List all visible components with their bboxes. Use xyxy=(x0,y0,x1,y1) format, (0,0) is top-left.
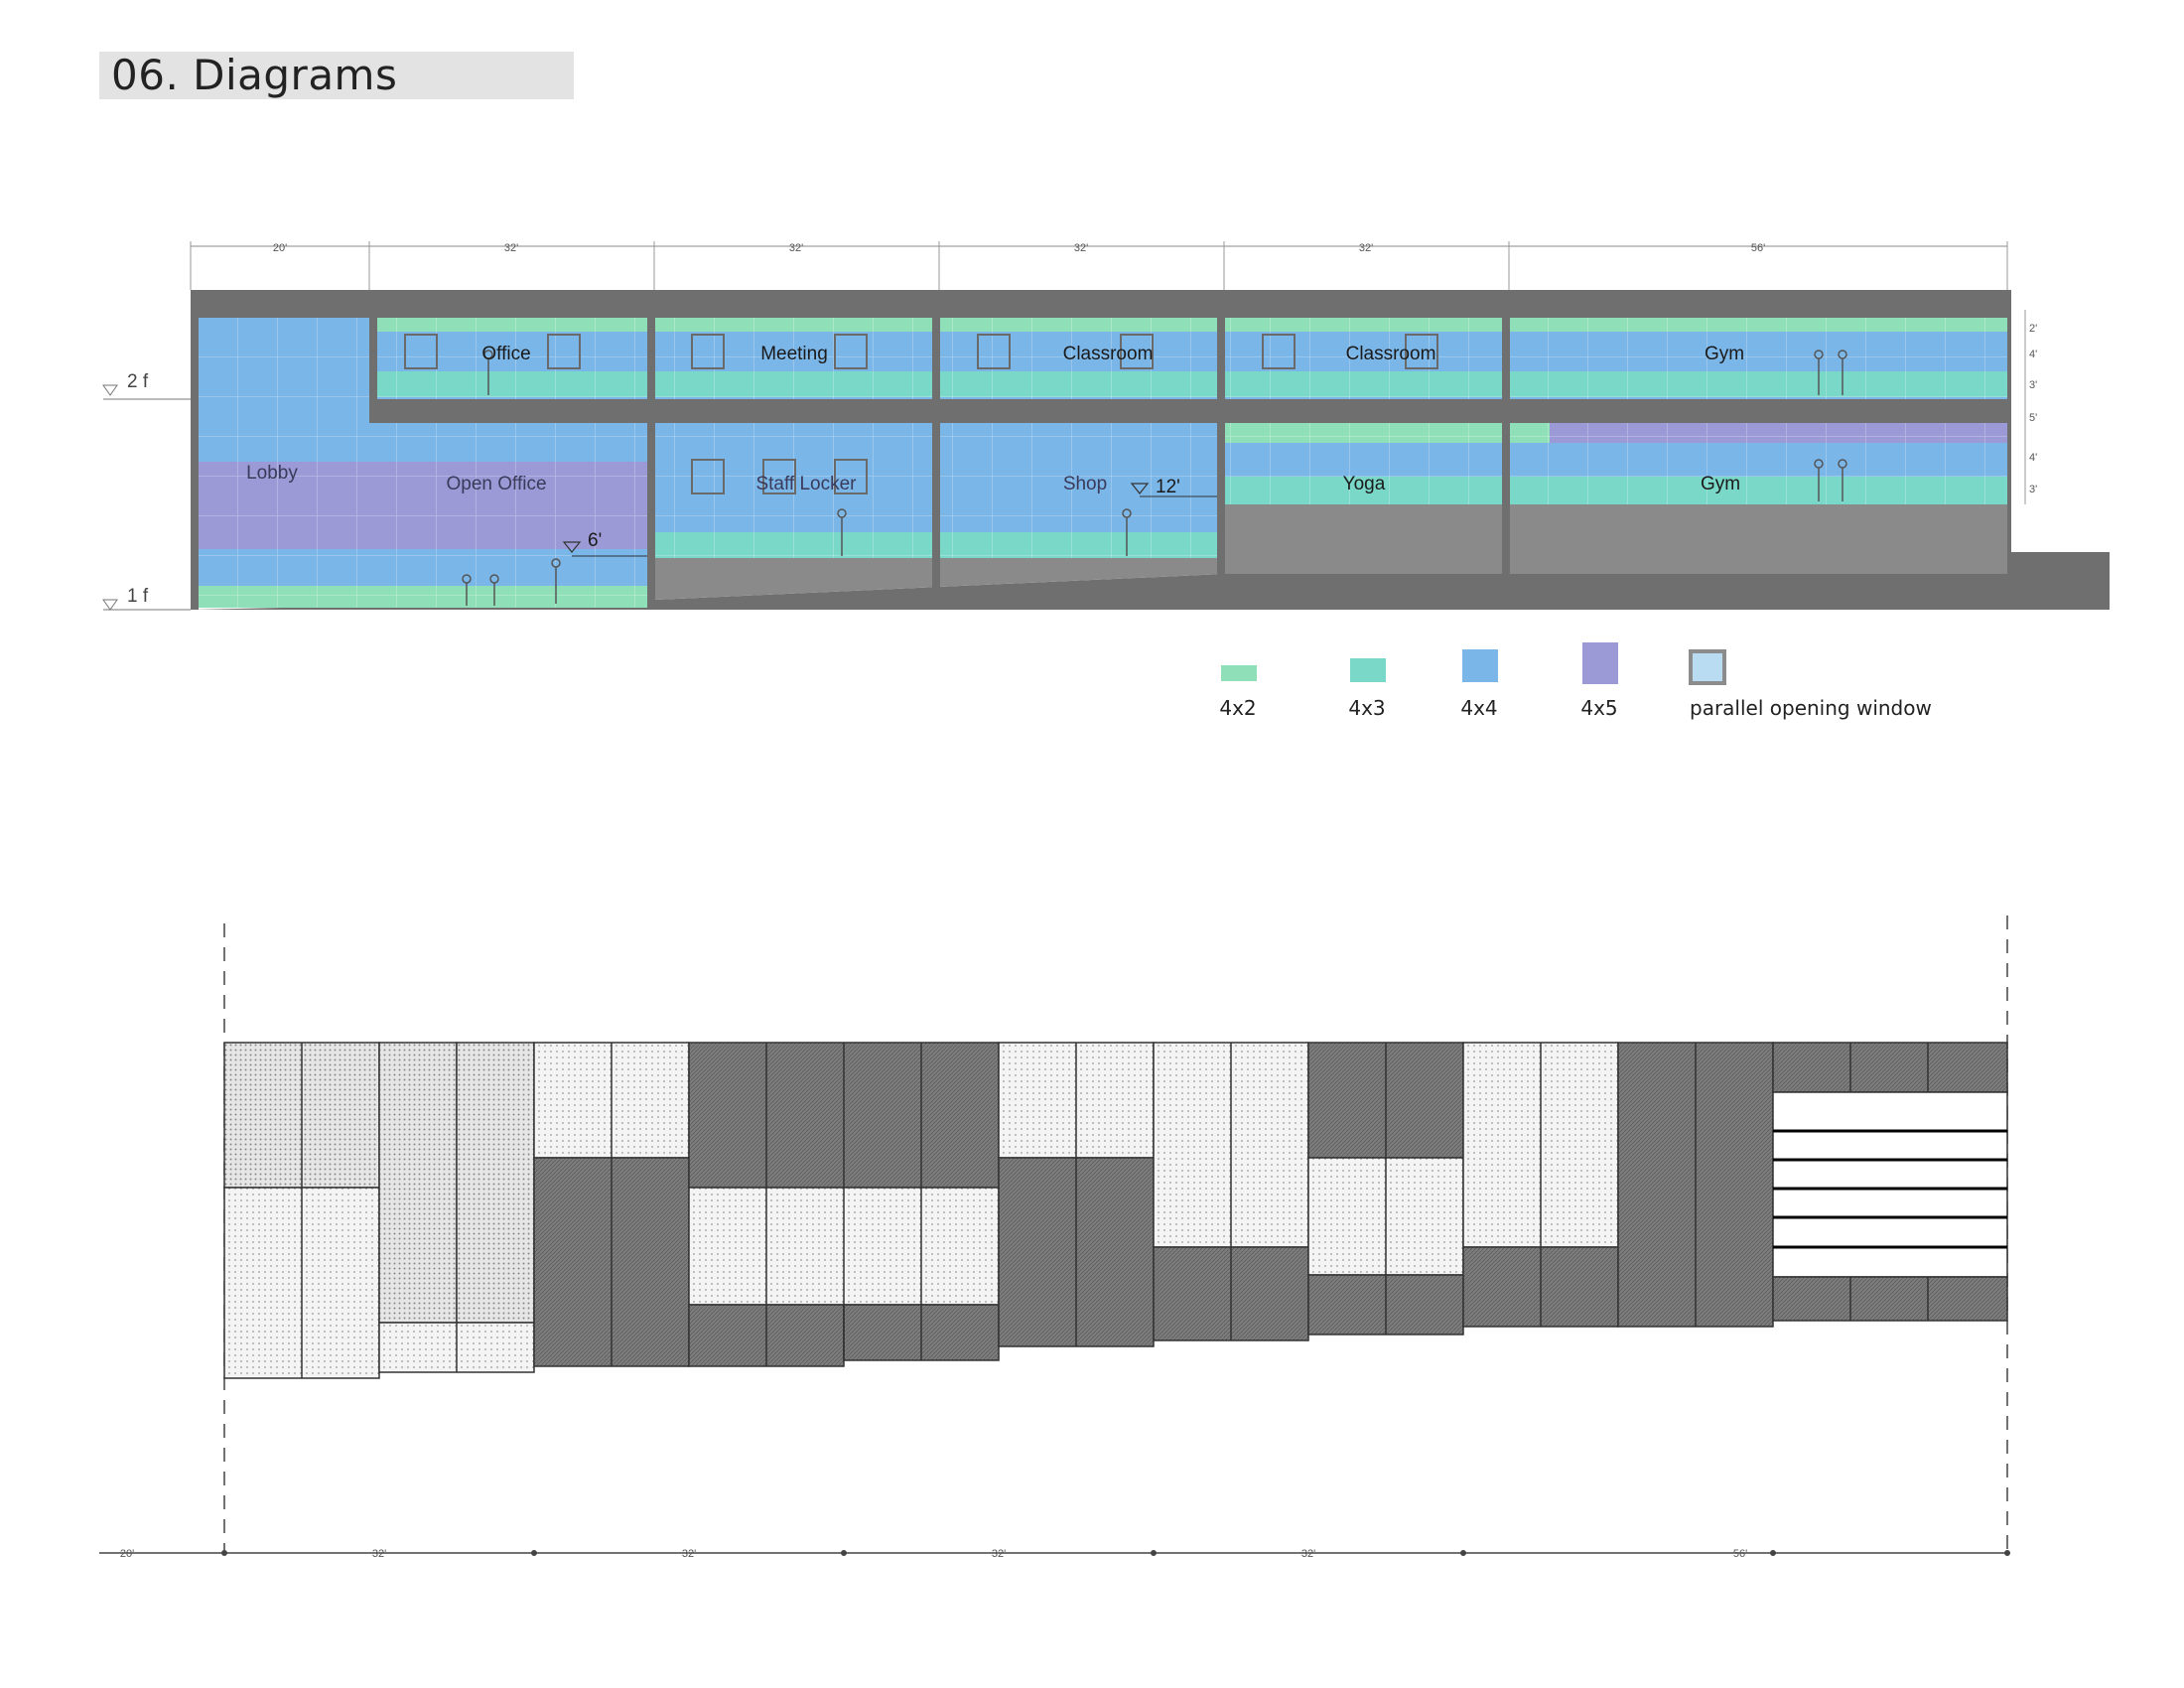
legend-swatch-4x3 xyxy=(1350,658,1386,682)
top-dim-4: 32' xyxy=(1074,242,1088,254)
roof-slab xyxy=(191,290,2009,318)
title-bar: 06. Diagrams xyxy=(99,52,574,99)
top-dimension-ticks xyxy=(190,241,2008,290)
legend-swatch-4x2 xyxy=(1221,665,1257,681)
room-label-classroom-1: Classroom xyxy=(1063,344,1154,364)
column xyxy=(932,318,940,610)
opening-windows xyxy=(404,334,1438,494)
level-label-2f: 2 f xyxy=(127,371,149,392)
legend-label-4x4: 4x4 xyxy=(1460,696,1497,720)
panel-diagram xyxy=(99,915,2010,1556)
bottom-dim-1: 20' xyxy=(120,1548,134,1560)
legend-label-4x3: 4x3 xyxy=(1348,696,1385,720)
grade-block-right xyxy=(1224,504,2008,574)
room-label-gym-lower: Gym xyxy=(1701,474,1740,494)
top-dim-6: 56' xyxy=(1751,242,1765,254)
room-label-staff-locker: Staff Locker xyxy=(755,474,857,494)
column xyxy=(1502,318,1510,610)
bottom-dim-2: 32' xyxy=(372,1548,386,1560)
room-label-lobby: Lobby xyxy=(246,463,298,484)
legend-label-4x5: 4x5 xyxy=(1580,696,1617,720)
bottom-dim-3: 32' xyxy=(682,1548,696,1560)
right-dim-1: 2' xyxy=(2029,323,2037,335)
elevation-drawing: 20' 32' 32' 32' 32' 56' xyxy=(102,241,2110,611)
legend: 4x2 4x3 4x4 4x5 parallel opening window xyxy=(1219,642,1932,720)
people-silhouettes xyxy=(462,350,1847,606)
bottom-dim-4: 32' xyxy=(992,1548,1006,1560)
column xyxy=(2007,290,2011,610)
column xyxy=(1217,318,1225,610)
legend-swatch-4x5 xyxy=(1582,642,1618,684)
room-label-classroom-2: Classroom xyxy=(1346,344,1436,364)
legend-label-4x2: 4x2 xyxy=(1219,696,1256,720)
bottom-dim-5: 32' xyxy=(1301,1548,1315,1560)
marker-6-label: 6' xyxy=(588,530,602,551)
level-marker-1f xyxy=(102,599,191,611)
level-marker-2f xyxy=(102,384,191,400)
legend-swatch-window xyxy=(1689,649,1726,685)
room-label-meeting: Meeting xyxy=(760,344,828,364)
column xyxy=(369,318,377,423)
top-dim-2: 32' xyxy=(504,242,518,254)
column xyxy=(191,318,199,610)
room-label-gym-upper: Gym xyxy=(1705,344,1744,364)
legend-label-window: parallel opening window xyxy=(1690,696,1932,720)
room-label-yoga: Yoga xyxy=(1343,474,1386,494)
top-dim-5: 32' xyxy=(1359,242,1373,254)
level-label-1f: 1 f xyxy=(127,586,149,607)
right-dim-6: 3' xyxy=(2029,484,2037,495)
legend-swatch-4x4 xyxy=(1462,649,1498,682)
right-dim-5: 4' xyxy=(2029,452,2037,464)
marker-12-label: 12' xyxy=(1156,477,1180,497)
top-dim-3: 32' xyxy=(789,242,803,254)
right-dim-4: 5' xyxy=(2029,412,2037,424)
room-label-open-office: Open Office xyxy=(446,474,546,494)
room-label-shop: Shop xyxy=(1063,474,1107,494)
top-dim-1: 20' xyxy=(273,242,287,254)
page-title: 06. Diagrams xyxy=(111,51,398,99)
right-dim-3: 3' xyxy=(2029,379,2037,391)
bottom-dim-6: 56' xyxy=(1733,1548,1747,1560)
room-label-office: Office xyxy=(481,344,530,364)
marker-6-icon xyxy=(562,541,582,553)
marker-12-icon xyxy=(1130,483,1150,494)
right-dim-2: 4' xyxy=(2029,349,2037,360)
column xyxy=(647,318,655,610)
